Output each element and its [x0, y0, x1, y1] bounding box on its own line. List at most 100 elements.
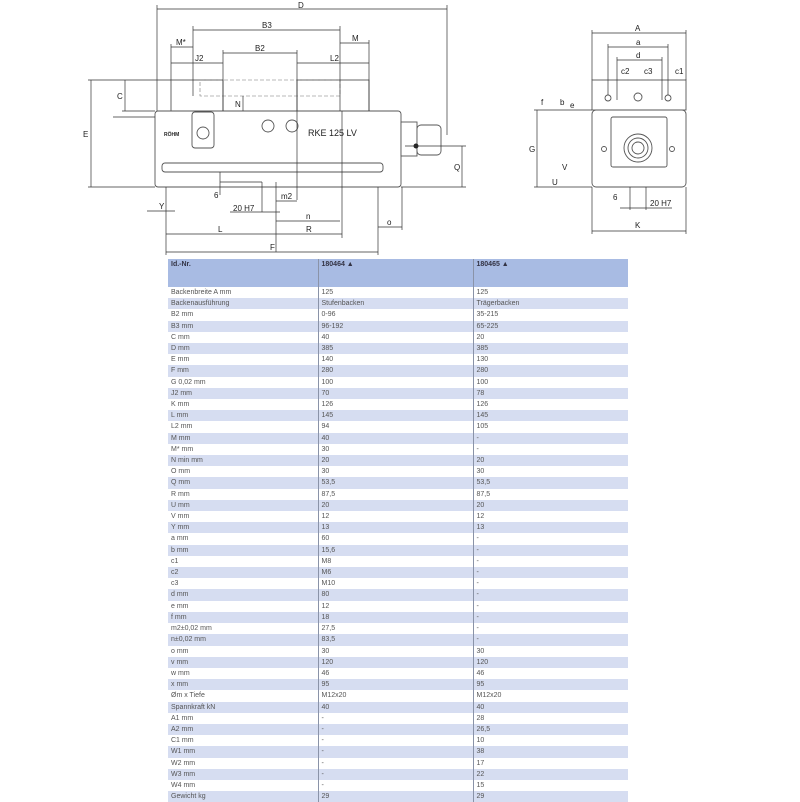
value-180465: 130 [472, 354, 628, 366]
row-label: M mm [168, 432, 318, 444]
table-row: C1 mm-10 [168, 735, 628, 747]
header-180464: 180464 ▲ [317, 259, 473, 287]
table-row: M* mm 30- [168, 443, 628, 456]
row-label: d mm [168, 589, 318, 601]
value-180465: - [472, 578, 628, 590]
row-label: O mm [171, 468, 191, 476]
dim-o: o [387, 218, 392, 227]
value-180465: - [472, 589, 628, 601]
row-label: c3 [171, 580, 179, 588]
row-label: R mm [171, 490, 190, 498]
dim-B3: B3 [262, 21, 272, 30]
brand-logo: RÖHM [164, 131, 179, 138]
value-180464: 70 [317, 387, 473, 400]
row-label: L mm [168, 410, 318, 422]
value-180464: 53,5 [317, 477, 473, 489]
row-label: Y mm [168, 522, 318, 534]
dim-20H7-front: 20 H7 [650, 199, 672, 208]
table-row: W2 mm-17 [168, 757, 628, 769]
row-label: L2 mm [171, 423, 193, 431]
label-c1: c1 [675, 67, 684, 76]
value-180465: - [472, 533, 628, 545]
row-label: o mm [171, 647, 189, 655]
dim-E: E [83, 130, 88, 139]
value-180465: - [472, 567, 628, 579]
dim-K: K [635, 221, 641, 230]
row-label: x mm [168, 679, 318, 691]
table-row: W3 mm-22 [168, 768, 628, 780]
dim-G: G [529, 145, 535, 154]
value-180465: - [472, 443, 628, 456]
row-label: Øm x Tiefe [171, 692, 205, 700]
row-label: b mm [168, 544, 318, 556]
value-180464: 30 [317, 443, 473, 456]
value-180464: - [317, 746, 473, 758]
value-180465: - [472, 555, 628, 568]
value-180465: 20 [472, 455, 628, 467]
row-label: Gewicht kg [168, 791, 318, 802]
value-180465: 46 [472, 667, 628, 680]
table-header-row: Id.-Nr. 180464 ▲ 180465 ▲ [168, 259, 628, 287]
header-180465: 180465 ▲ [472, 259, 628, 287]
value-180464: 18 [317, 611, 473, 624]
dim-Mstar: M* [176, 38, 186, 47]
row-label: Backenbreite A mm [171, 289, 232, 296]
value-180464: 15,6 [317, 544, 473, 556]
dim-L: L [218, 225, 223, 234]
row-label: c1 [171, 557, 179, 565]
value-180465: 10 [472, 735, 628, 747]
row-label: c2 [168, 567, 318, 579]
spec-table: Id.-Nr. 180464 ▲ 180465 ▲ Backenbreite A… [168, 259, 628, 802]
value-180464: - [317, 723, 473, 736]
row-label: A1 mm [171, 714, 194, 722]
value-180465: - [472, 634, 628, 646]
value-180465: 65-225 [472, 320, 628, 332]
value-180465: Trägerbacken [472, 298, 628, 310]
table-row: W4 mm-15 [168, 779, 628, 792]
value-180465: 29 [472, 791, 628, 802]
value-180464: 30 [317, 466, 473, 478]
value-180465: 126 [472, 399, 628, 411]
value-180464: 140 [317, 354, 473, 366]
side-view: RÖHM RKE 125 LV D B3 M* M B2 J2 L2 E C N… [83, 1, 466, 255]
row-label: Spannkraft kN [168, 701, 318, 713]
value-180465: 53,5 [472, 477, 628, 489]
dim-Q: Q [454, 163, 460, 172]
dim-6-front: 6 [613, 193, 618, 202]
row-label: M* mm [171, 445, 194, 453]
value-180465: 30 [472, 645, 628, 657]
row-label: G 0,02 mm [171, 378, 206, 386]
row-label: D mm [168, 343, 318, 355]
value-180464: 46 [317, 667, 473, 680]
row-label: N min mm [168, 455, 318, 467]
value-180464: 145 [317, 410, 473, 422]
table-row: A2 mm-26,5 [168, 723, 628, 736]
value-180464: 280 [317, 365, 473, 377]
dim-V: V [562, 163, 568, 172]
dim-20H7: 20 H7 [233, 204, 255, 213]
value-180465: - [472, 611, 628, 624]
dim-F: F [270, 243, 275, 252]
value-180464: - [317, 735, 473, 747]
value-180465: 120 [472, 656, 628, 668]
value-180465: - [472, 544, 628, 556]
value-180464: M10 [317, 578, 473, 590]
dim-M: M [352, 34, 359, 43]
